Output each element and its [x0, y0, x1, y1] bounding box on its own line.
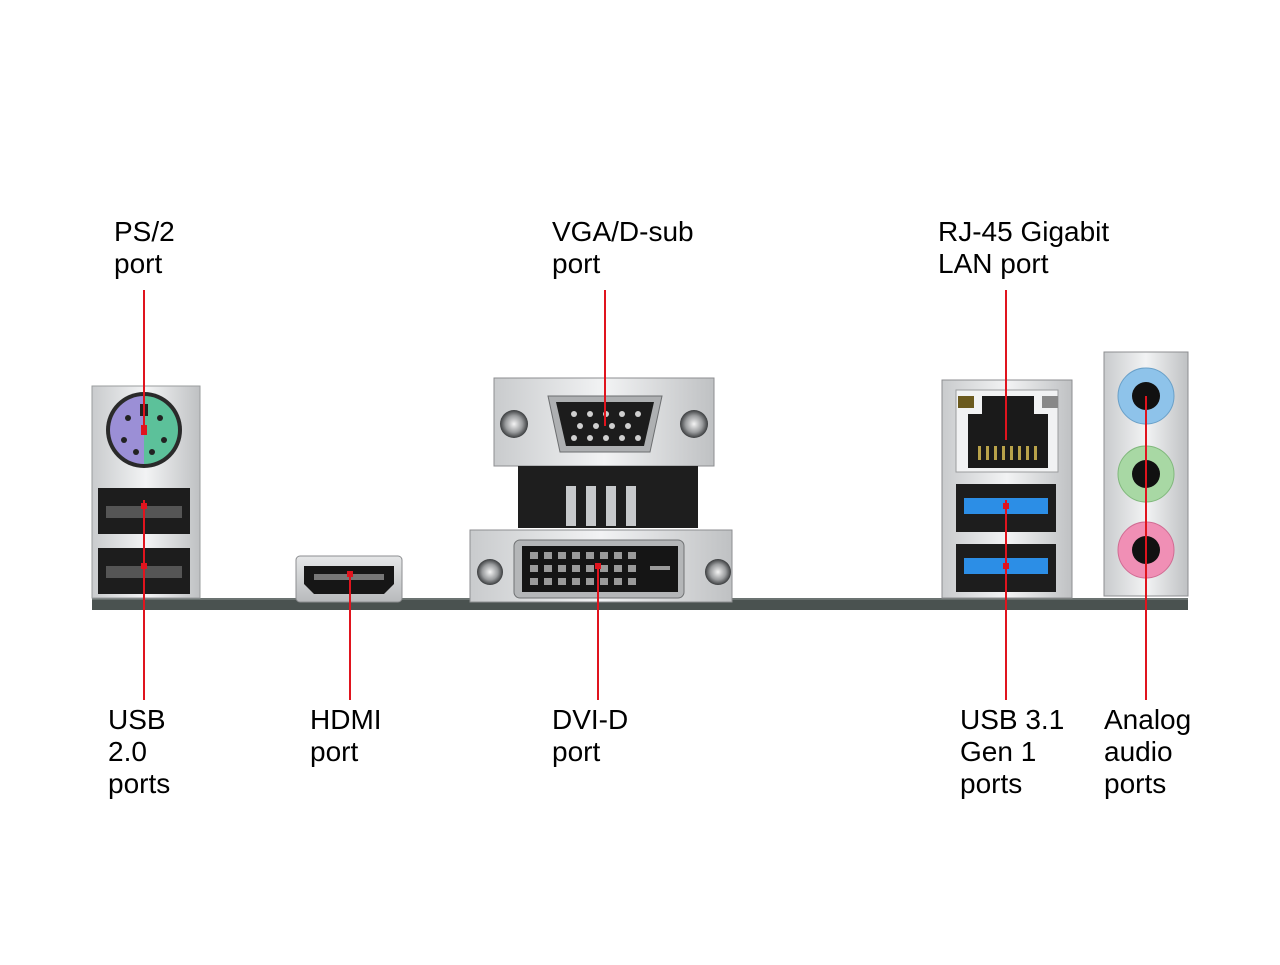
dvi-pin	[600, 578, 608, 585]
dvi-pin	[586, 578, 594, 585]
dvi-pin	[614, 578, 622, 585]
dvi-pin	[572, 552, 580, 559]
dvi-pin	[544, 565, 552, 572]
label-audio-ports: Analog audio ports	[1104, 704, 1192, 799]
label-hdmi-port: HDMI port	[310, 704, 382, 767]
dvi-pin	[572, 578, 580, 585]
dvi-pin	[544, 578, 552, 585]
dvi-pin	[530, 565, 538, 572]
dvi-pin	[600, 552, 608, 559]
dvi-pin	[628, 552, 636, 559]
dvi-pin	[628, 565, 636, 572]
dvi-pin	[530, 578, 538, 585]
dvi-pin	[614, 552, 622, 559]
dvi-pin	[558, 578, 566, 585]
label-rj45-port: RJ-45 Gigabit LAN port	[938, 216, 1110, 279]
label-ps2-port: PS/2 port	[114, 216, 175, 279]
dvi-pin	[628, 578, 636, 585]
leader-lines	[143, 290, 1147, 700]
label-usb2-ports: USB 2.0 ports	[108, 704, 171, 799]
dvi-pin	[586, 565, 594, 572]
label-usb31-ports: USB 3.1 Gen 1 ports	[960, 704, 1065, 799]
dvi-pin	[600, 565, 608, 572]
dvi-pin	[614, 565, 622, 572]
dvi-pin	[530, 552, 538, 559]
ps2-usb2-stack	[91, 385, 201, 599]
dvi-pin	[586, 552, 594, 559]
dvi-pin	[544, 552, 552, 559]
label-dvi-port: DVI-D port	[552, 704, 629, 767]
dvi-pin	[558, 565, 566, 572]
label-vga-port: VGA/D-sub port	[552, 216, 694, 279]
dvi-pin	[558, 552, 566, 559]
dvi-pin	[572, 565, 580, 572]
